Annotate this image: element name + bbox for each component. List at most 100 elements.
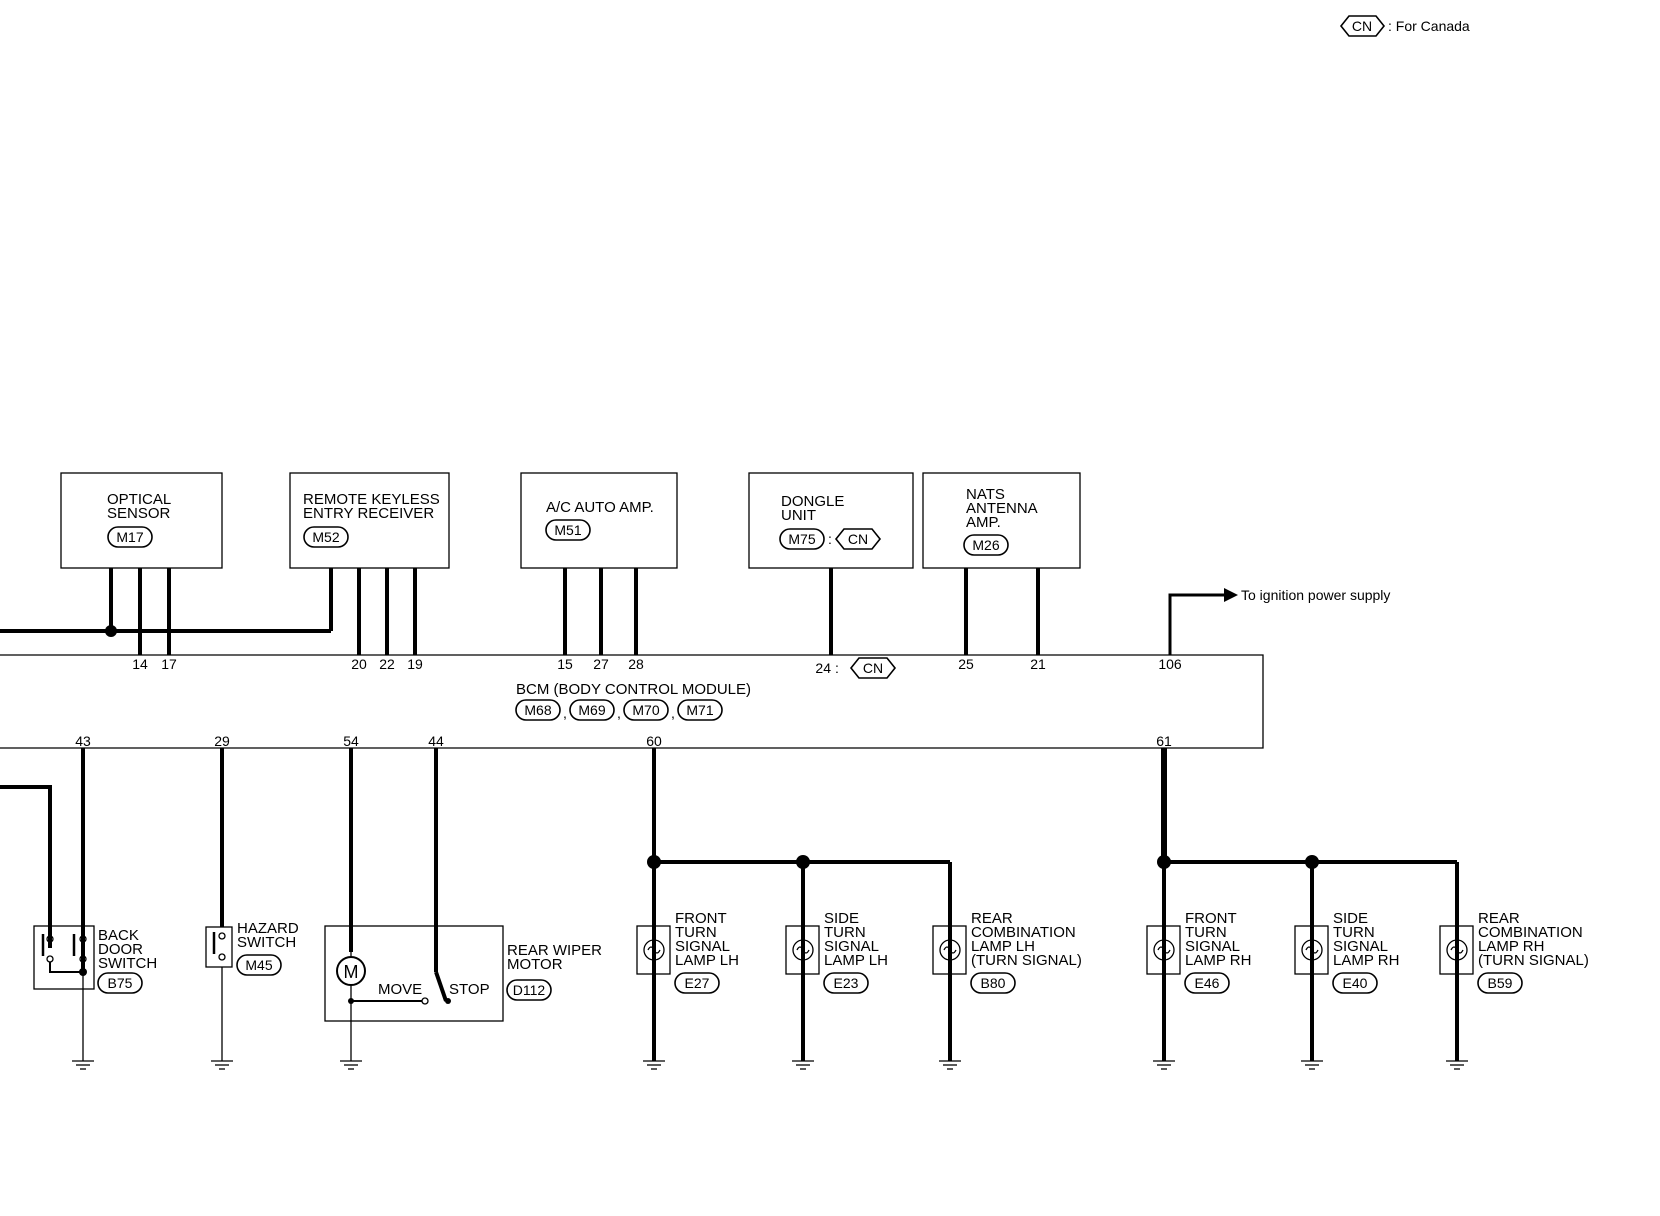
legend-canada: CN : For Canada	[1339, 15, 1470, 37]
side-turn-lh-box	[785, 925, 820, 975]
back-door-switch-label-2: DOOR	[98, 941, 143, 958]
pin-24-cn-shape	[849, 657, 897, 679]
rear-wiper-connector-oval	[506, 979, 552, 1001]
bulb-icon	[1446, 939, 1468, 961]
ac-auto-amp-connector: M51	[554, 522, 581, 538]
front-turn-lh-connector-oval	[674, 972, 720, 994]
front-turn-rh-label-3: SIGNAL	[1185, 938, 1240, 955]
nats-antenna-amp: NATS ANTENNA AMP. M26	[922, 472, 1081, 569]
bcm-connector-2-oval	[569, 699, 615, 721]
bcm-title: BCM (BODY CONTROL MODULE)	[516, 681, 751, 698]
dongle-unit-connector: M75	[788, 531, 815, 547]
side-turn-rh-connector: E40	[1343, 975, 1368, 991]
bulb-icon	[1301, 939, 1323, 961]
filament-icon	[1450, 946, 1464, 954]
bcm-connector-3: M70	[632, 702, 659, 718]
remote-keyless-box	[289, 472, 450, 569]
pin-29: 29	[214, 733, 230, 749]
hazard-switch-label-1: HAZARD	[237, 920, 299, 937]
back-door-switch-terminal-4	[79, 955, 87, 963]
pin-25: 25	[958, 656, 974, 672]
bcm-connector-4-oval	[677, 699, 723, 721]
back-door-switch-terminal-2	[46, 955, 54, 963]
motor-symbol: M	[344, 962, 359, 982]
rear-combo-rh-connector: B59	[1488, 975, 1513, 991]
move-terminal	[421, 997, 429, 1005]
nats-antenna-box	[922, 472, 1081, 569]
hazard-switch-box	[205, 926, 233, 968]
front-turn-rh-connector: E46	[1195, 975, 1220, 991]
remote-keyless-connector: M52	[312, 529, 339, 545]
wire-pin-106	[1168, 593, 1226, 655]
legend-text: : For Canada	[1388, 18, 1470, 34]
pin-24-sep: :	[835, 660, 839, 676]
bulb-icon	[939, 939, 961, 961]
rear-combo-rh-label-1: REAR	[1478, 910, 1520, 927]
hazard-switch-connector-oval	[236, 954, 282, 976]
back-door-switch-label-3: SWITCH	[98, 955, 157, 972]
rear-combo-lh-box	[932, 925, 967, 975]
front-turn-lh-box	[636, 925, 671, 975]
rear-combo-lh-label-1: REAR	[971, 910, 1013, 927]
back-door-switch-connector-oval	[97, 972, 143, 994]
optical-sensor-connector: M17	[116, 529, 143, 545]
back-door-switch-box	[33, 925, 95, 990]
ground-icon	[643, 1060, 665, 1070]
rear-wiper-motor-box	[324, 925, 504, 1022]
pin-27: 27	[593, 656, 609, 672]
dongle-unit-sep: :	[828, 531, 832, 547]
bulb-icon	[643, 939, 665, 961]
top-pin-numbers: 14 17 20 22 19 15 27 28 24 : CN 25 21 10…	[132, 656, 1182, 679]
bcm-box	[0, 654, 1264, 749]
nats-antenna-connector: M26	[972, 537, 999, 553]
ground-icon	[1446, 1060, 1468, 1070]
ground-icon	[939, 1060, 961, 1070]
hazard-switch-connector: M45	[245, 957, 272, 973]
filament-icon	[796, 946, 810, 954]
hazard-switch-terminal-1	[218, 932, 226, 940]
bcm-connector-1: M68	[524, 702, 551, 718]
pin-14: 14	[132, 656, 148, 672]
back-door-switch-label-1: BACK	[98, 927, 139, 944]
front-turn-lh-connector: E27	[685, 975, 710, 991]
pin-22: 22	[379, 656, 395, 672]
ac-auto-amp-box	[520, 472, 678, 569]
filament-icon	[1305, 946, 1319, 954]
bulb-icon	[792, 939, 814, 961]
bcm: BCM (BODY CONTROL MODULE) M68 , M69 , M7…	[0, 654, 1264, 749]
front-turn-lamp-lh: FRONT TURN SIGNAL LAMP LH E27	[636, 910, 739, 1070]
front-turn-lh-label-1: FRONT	[675, 910, 727, 927]
ground-icon	[1153, 1060, 1175, 1070]
rear-combo-lh-label-2: COMBINATION	[971, 924, 1076, 941]
dongle-unit: DONGLE UNIT M75 : CN	[748, 472, 914, 569]
rear-combo-rh-label-3: LAMP RH	[1478, 938, 1544, 955]
top-wires: To ignition power supply	[0, 568, 1390, 655]
side-turn-rh-label-1: SIDE	[1333, 910, 1368, 927]
side-turn-lh-label-2: TURN	[824, 924, 866, 941]
side-turn-lamp-rh: SIDE TURN SIGNAL LAMP RH E40	[1294, 910, 1399, 1070]
side-turn-lh-label-4: LAMP LH	[824, 952, 888, 969]
filament-icon	[647, 946, 661, 954]
front-turn-lh-label-4: LAMP LH	[675, 952, 739, 969]
front-turn-lamp-rh: FRONT TURN SIGNAL LAMP RH E46	[1146, 910, 1251, 1070]
rear-combination-lamp-rh: REAR COMBINATION LAMP RH (TURN SIGNAL) B…	[1439, 910, 1589, 1070]
optical-sensor: OPTICAL SENSOR M17	[60, 472, 223, 569]
dongle-unit-connector-oval	[779, 528, 825, 550]
bcm-connector-3-oval	[623, 699, 669, 721]
legend-cn-tag: CN	[1352, 18, 1372, 34]
pin-28: 28	[628, 656, 644, 672]
pin-61: 61	[1156, 733, 1172, 749]
side-turn-lh-connector-oval	[823, 972, 869, 994]
filament-icon	[943, 946, 957, 954]
side-turn-lh-label-3: SIGNAL	[824, 938, 879, 955]
ground-icon	[211, 1060, 233, 1070]
pin-43: 43	[75, 733, 91, 749]
rear-combo-lh-connector-oval	[970, 972, 1016, 994]
pin-19: 19	[407, 656, 423, 672]
front-turn-lh-label-3: SIGNAL	[675, 938, 730, 955]
cn-tag-shape	[1339, 15, 1386, 37]
dongle-cn-tag: CN	[848, 531, 868, 547]
rear-combo-rh-box	[1439, 925, 1474, 975]
ac-auto-amp-label: A/C AUTO AMP.	[546, 499, 654, 516]
